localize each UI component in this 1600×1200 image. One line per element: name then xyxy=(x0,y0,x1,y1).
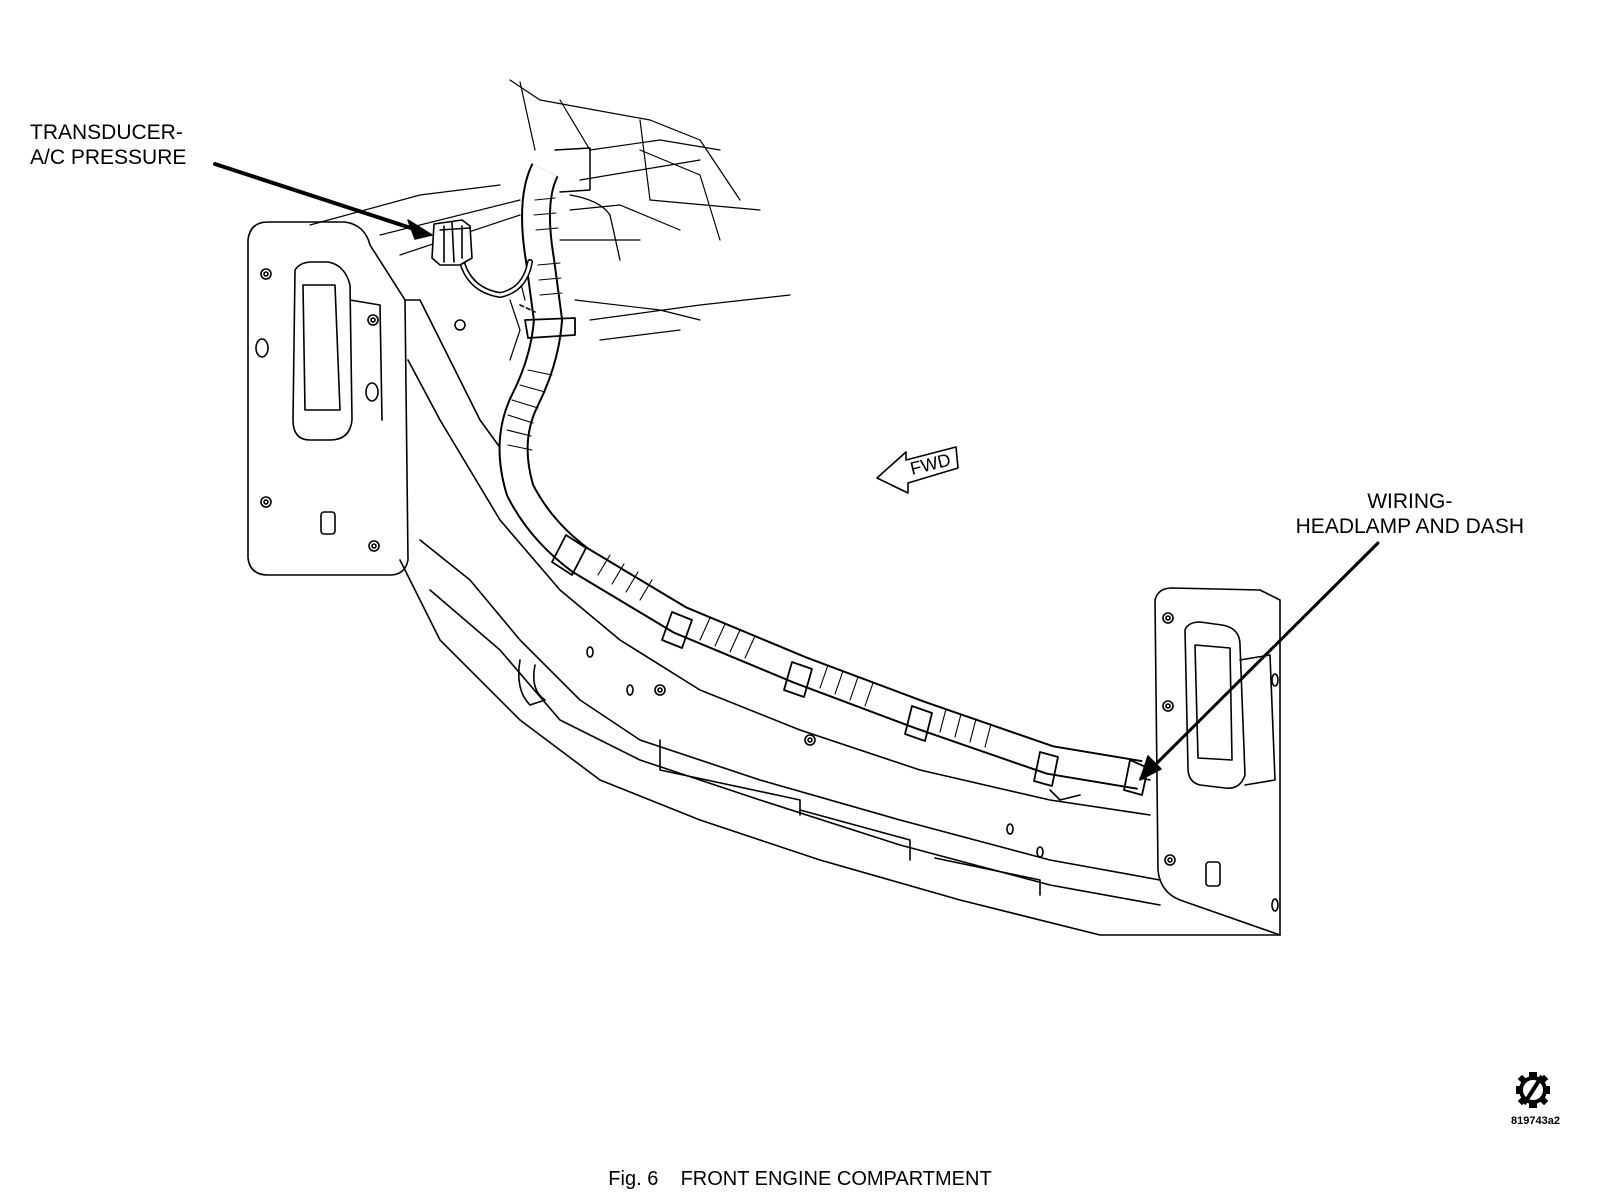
wiring-harness xyxy=(498,147,1149,796)
callout-wiring-line2: HEADLAMP AND DASH xyxy=(1295,515,1524,538)
figure-title: FRONT ENGINE COMPARTMENT xyxy=(680,1168,992,1190)
background-structure xyxy=(309,79,791,361)
callout-transducer-line2: A/C PRESSURE xyxy=(30,146,187,169)
callout-wiring-line1: WIRING- xyxy=(1367,490,1453,513)
callout-transducer-label: TRANSDUCER- A/C PRESSURE xyxy=(30,120,186,170)
callout-transducer-line1: TRANSDUCER- xyxy=(30,121,183,144)
right-support-panel xyxy=(1154,587,1281,936)
callout-wiring-label: WIRING- HEADLAMP AND DASH xyxy=(1296,489,1524,539)
fwd-direction-arrow: FWD xyxy=(876,446,959,494)
left-support-panel xyxy=(247,221,466,576)
figure-number: Fig. 6 xyxy=(608,1168,659,1190)
leader-arrows xyxy=(213,162,1380,781)
ac-pressure-transducer xyxy=(431,219,536,313)
figure-caption: Fig. 6 FRONT ENGINE COMPARTMENT xyxy=(0,1168,1600,1191)
fwd-label: FWD xyxy=(908,450,953,479)
document-id: 819743a2 xyxy=(1511,1115,1560,1127)
service-gear-logo-icon xyxy=(1516,1072,1550,1108)
